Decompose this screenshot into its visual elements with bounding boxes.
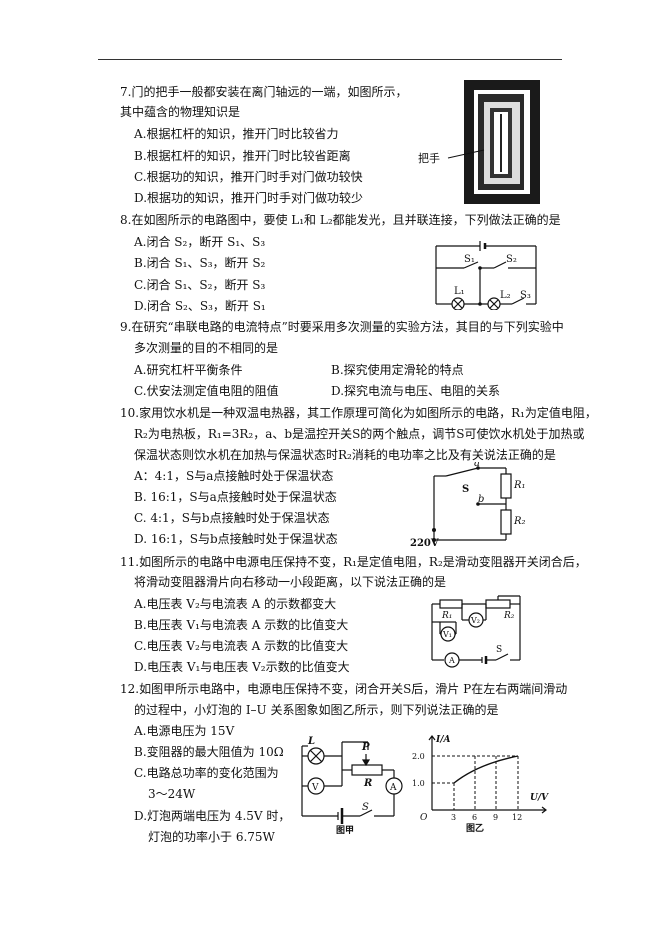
q12-option-c-cont: 3～24W	[148, 787, 196, 801]
q7-stem-line1: 7.门的把手一般都安装在离门轴远的一端，如图所示，	[120, 85, 408, 99]
q11-label-v1: V₁	[442, 630, 452, 639]
q11-circuit-figure: R₁ R₂ V₁ V₂ A S	[431, 595, 521, 668]
q10-label-r1: R₁	[513, 480, 526, 491]
q11-label-s: S	[496, 645, 502, 655]
q7-door-figure: 把手	[418, 80, 540, 204]
q10-label-220v: 220V	[410, 538, 439, 546]
q10-circuit-figure: a S b R₁ R₂ 220V	[410, 462, 526, 546]
q10-stem-line1: 10.家用饮水机是一种双温电热器，其工作原理可简化为如图所示的电路，R₁为定值电…	[120, 406, 597, 420]
q10-label-b: b	[478, 494, 484, 505]
q12-option-d: D.灯泡两端电压为 4.5V 时，	[134, 809, 291, 823]
q7-option-a: A.根据杠杆的知识，推开门时比较省力	[134, 127, 339, 141]
q11-stem-line2: 将滑动变阻器滑片向右移动一小段距离，以下说法正确的是	[134, 575, 447, 589]
q9-option-a: A.研究杠杆平衡条件	[134, 363, 243, 377]
q12-jia-label-v: V	[311, 783, 319, 793]
q9-stem-line2: 多次测量的目的不相同的是	[134, 341, 279, 355]
q12-yi-xtick-3: 3	[451, 813, 456, 822]
q10-label-a: a	[474, 462, 480, 469]
q8-option-b: B.闭合 S₁、S₃，断开 S₂	[134, 256, 266, 270]
q12-jia-label-s: S	[362, 802, 369, 813]
q9-option-c: C.伏安法测定值电阻的阻值	[134, 384, 279, 398]
q12-yi-caption: 图乙	[466, 823, 484, 834]
q12-yi-x-axis-label: U/V	[530, 793, 549, 803]
q8-option-c: C.闭合 S₁、S₂，断开 S₃	[134, 278, 266, 292]
q9-stem-line1: 9.在研究“串联电路的电流特点”时要采用多次测量的实验方法，其目的与下列实验中	[120, 320, 564, 334]
q10-option-c: C. 4:1，S与b点接触时处于保温状态	[134, 511, 330, 525]
q12-option-c: C.电路总功率的变化范围为	[134, 766, 279, 780]
q8-label-s2: S₂	[506, 254, 517, 265]
q7-handle-label: 把手	[418, 151, 440, 165]
q12-figure-yi-graph: I/A U/V O 2.0 1.0 3 6 9 12 图乙	[412, 735, 549, 834]
q12-yi-xtick-12: 12	[512, 813, 522, 822]
q10-option-b: B. 16:1，S与a点接触时处于保温状态	[134, 490, 337, 504]
q12-yi-ytick-1: 1.0	[412, 779, 425, 788]
q12-yi-ytick-2: 2.0	[412, 752, 425, 761]
q11-label-r2: R₂	[503, 611, 515, 621]
q12-yi-xtick-6: 6	[472, 813, 477, 822]
q11-label-v2: V₂	[470, 616, 480, 625]
q12-jia-label-l: L	[307, 736, 315, 747]
q8-label-l2: L₂	[500, 290, 511, 301]
q10-option-d: D. 16:1，S与b点接触时处于保温状态	[134, 532, 338, 546]
q12-jia-label-r: R	[363, 778, 372, 789]
q9-option-d: D.探究电流与电压、电阻的关系	[331, 384, 501, 398]
q11-option-d: D.电压表 V₁与电压表 V₂示数的比值变大	[134, 660, 350, 674]
q10-stem-line3: 保温状态则饮水机在加热与保温状态时R₂消耗的电功率之比及有关说法正确的是	[134, 448, 556, 462]
q12-jia-label-p: P	[361, 742, 370, 753]
q12-option-d-cont: 灯泡的功率小于 6.75W	[148, 830, 275, 844]
q11-stem-line1: 11.如图所示的电路中电源电压保持不变，R₁是定值电阻，R₂是滑动变阻器开关闭合…	[120, 555, 587, 569]
q11-option-c: C.电压表 V₂与电流表 A 示数的比值变大	[134, 639, 349, 653]
q10-label-r2: R₂	[513, 516, 526, 527]
q11-label-r1: R₁	[441, 611, 452, 621]
q7-stem-line2: 其中蕴含的物理知识是	[120, 105, 241, 119]
q7-option-c: C.根据功的知识，推开门时手对门做功较快	[134, 170, 363, 184]
q11-option-a: A.电压表 V₂与电流表 A 的示数都变大	[134, 597, 337, 611]
q11-label-a: A	[448, 656, 455, 665]
q8-label-s1: S₁	[464, 254, 475, 265]
q12-yi-xtick-9: 9	[493, 813, 498, 822]
q12-jia-caption: 图甲	[336, 825, 354, 834]
q7-option-b: B.根据杠杆的知识，推开门时比较省距离	[134, 149, 351, 163]
q10-option-a: A：4:1，S与a点接触时处于保温状态	[134, 469, 334, 483]
q8-label-l1: L₁	[454, 286, 465, 297]
q10-label-s: S	[462, 484, 469, 495]
q12-yi-y-axis-label: I/A	[435, 735, 450, 745]
q8-stem: 8.在如图所示的电路图中，要使 L₁和 L₂都能发光，且并联连接，下列做法正确的…	[120, 213, 561, 227]
q11-option-b: B.电压表 V₁与电流表 A 示数的比值变大	[134, 618, 349, 632]
q9-option-b: B.探究使用定滑轮的特点	[331, 363, 464, 377]
q12-jia-label-a: A	[389, 783, 397, 793]
q8-circuit-figure: S₁ S₂ L₁ L₂ S₃	[435, 241, 537, 310]
top-rule	[98, 59, 562, 60]
q7-option-d: D.根据功的知识，推开门时手对门做功较少	[134, 191, 364, 205]
q10-stem-line2: R₂为电热板，R₁=3R₂，a、b是温控开关S的两个触点，调节S可使饮水机处于加…	[134, 427, 585, 441]
q12-yi-origin: O	[420, 813, 428, 823]
q12-option-a: A.电源电压为 15V	[134, 724, 235, 738]
q8-option-d: D.闭合 S₂、S₃，断开 S₁	[134, 299, 266, 313]
q8-label-s3: S₃	[520, 290, 531, 301]
q8-option-a: A.闭合 S₂，断开 S₁、S₃	[134, 235, 266, 249]
q12-option-b: B.变阻器的最大阻值为 10Ω	[134, 745, 284, 759]
q12-stem-line2: 的过程中，小灯泡的 I–U 关系图象如图乙所示，则下列说法正确的是	[134, 703, 499, 717]
q12-figure-jia: L P R V A S 图甲	[301, 736, 403, 834]
q12-stem-line1: 12.如图甲所示电路中，电源电压保持不变，闭合开关S后，滑片 P在左右两端间滑动	[120, 682, 568, 696]
